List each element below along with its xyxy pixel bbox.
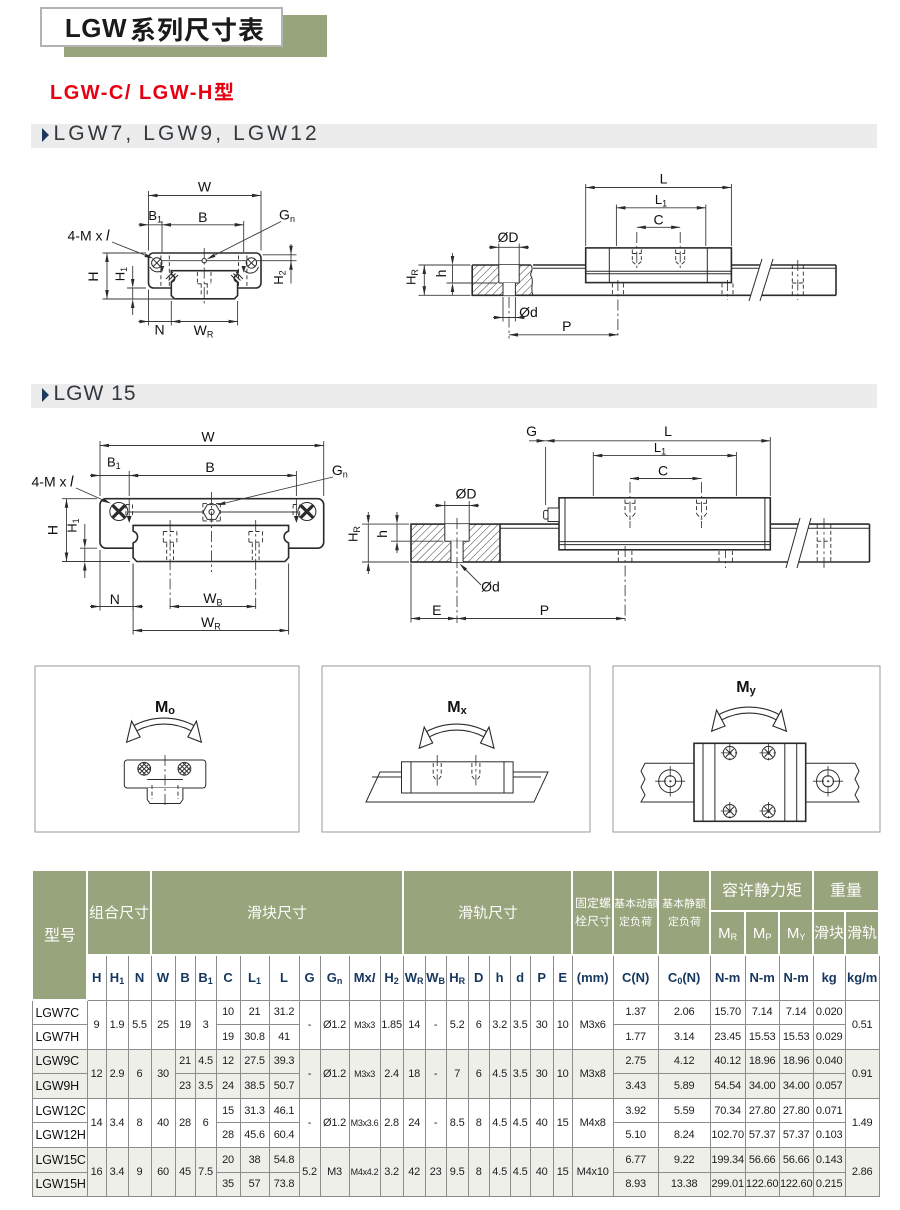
svg-text:Ød: Ød — [481, 579, 500, 595]
svg-text:WR: WR — [201, 614, 221, 632]
svg-text:C: C — [658, 463, 668, 479]
svg-text:ØD: ØD — [456, 486, 477, 502]
svg-text:N: N — [154, 322, 164, 338]
svg-text:WB: WB — [203, 590, 222, 608]
svg-text:WR: WR — [194, 322, 214, 340]
svg-text:P: P — [540, 602, 549, 618]
svg-text:H: H — [45, 525, 61, 535]
svg-text:H1: H1 — [65, 518, 82, 532]
svg-text:Gn: Gn — [279, 207, 295, 225]
svg-text:W: W — [201, 429, 215, 445]
svg-text:B1: B1 — [107, 455, 121, 472]
svg-text:L1: L1 — [654, 440, 666, 457]
svg-text:B: B — [198, 209, 207, 225]
svg-text:ØD: ØD — [498, 229, 519, 245]
svg-text:P: P — [562, 318, 571, 334]
svg-text:4-M x: 4-M x — [32, 474, 67, 490]
svg-text:HR: HR — [404, 269, 421, 285]
svg-text:HR: HR — [346, 526, 363, 542]
svg-text:B1: B1 — [148, 208, 162, 225]
svg-text:W: W — [198, 179, 212, 195]
svg-text:L: L — [660, 171, 668, 187]
svg-text:h: h — [433, 270, 449, 278]
svg-text:h: h — [374, 530, 390, 538]
svg-text:E: E — [432, 602, 441, 618]
svg-text:L: L — [664, 423, 672, 439]
svg-text:C: C — [653, 211, 663, 227]
svg-text:H: H — [85, 271, 101, 281]
svg-text:4-M x: 4-M x — [68, 228, 103, 244]
svg-text:L1: L1 — [655, 192, 667, 209]
svg-text:H2: H2 — [271, 270, 288, 284]
svg-text:Gn: Gn — [332, 462, 348, 480]
svg-text:l: l — [106, 228, 110, 245]
svg-text:N: N — [110, 591, 120, 607]
svg-text:G: G — [526, 423, 537, 439]
svg-text:H1: H1 — [113, 267, 130, 281]
svg-text:l: l — [70, 474, 74, 491]
svg-text:B: B — [205, 459, 214, 475]
